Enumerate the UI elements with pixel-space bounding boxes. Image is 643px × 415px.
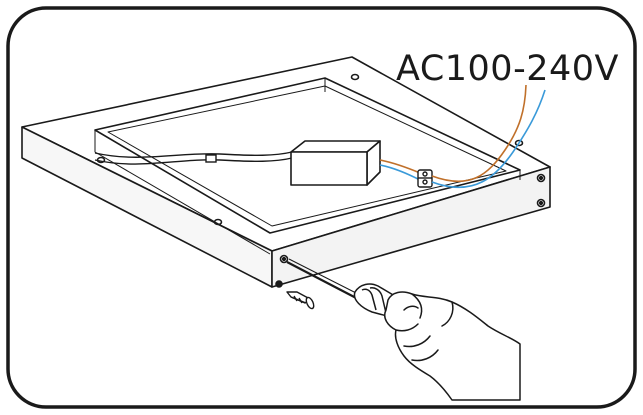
mains-wire-icon — [431, 84, 546, 188]
driver-box-icon — [290, 140, 381, 186]
hand-icon — [384, 291, 521, 401]
screw-icon — [286, 291, 315, 310]
cable-icon — [94, 151, 293, 165]
voltage-label: AC100-240V — [396, 49, 619, 89]
terminal-connector-icon — [417, 169, 433, 188]
diagram-border — [6, 6, 637, 409]
wire-icon — [379, 159, 421, 181]
frame-icon — [21, 56, 551, 288]
